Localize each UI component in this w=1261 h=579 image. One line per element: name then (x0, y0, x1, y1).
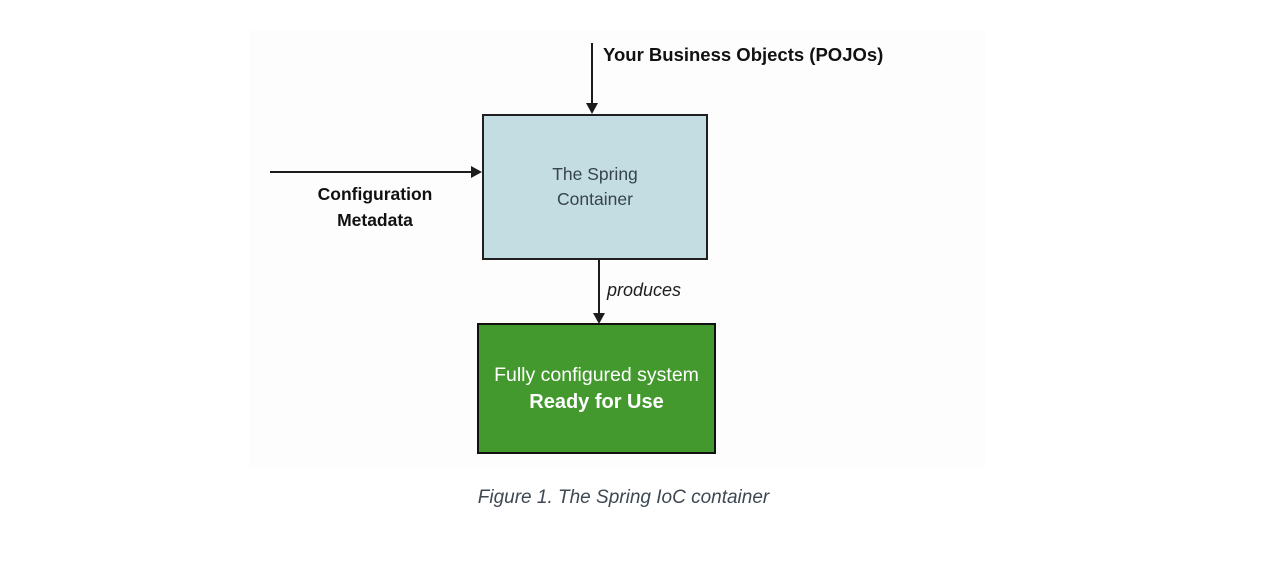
business-objects-label: Your Business Objects (POJOs) (603, 44, 884, 65)
business-objects-arrow-line (591, 43, 593, 105)
config-metadata-label-line1: Configuration (317, 184, 433, 204)
figure-caption: Figure 1. The Spring IoC container (477, 487, 770, 508)
arrowhead-down-icon (593, 313, 605, 324)
arrowhead-right-icon (471, 166, 482, 178)
spring-container-box: The Spring Container (482, 114, 708, 260)
config-metadata-arrow-line (270, 171, 473, 173)
produces-arrow-line (598, 260, 600, 315)
config-metadata-label-line2: Metadata (337, 210, 413, 230)
spring-container-box-line2: Container (557, 189, 633, 209)
spring-container-box-line1: The Spring (552, 164, 638, 184)
result-box-line2: Ready for Use (529, 390, 664, 413)
fully-configured-system-box: Fully configured system Ready for Use (477, 323, 716, 454)
config-metadata-label: Configuration Metadata (272, 181, 478, 233)
arrowhead-down-icon (586, 103, 598, 114)
produces-label: produces (607, 280, 682, 300)
result-box-line1: Fully configured system (494, 363, 699, 386)
